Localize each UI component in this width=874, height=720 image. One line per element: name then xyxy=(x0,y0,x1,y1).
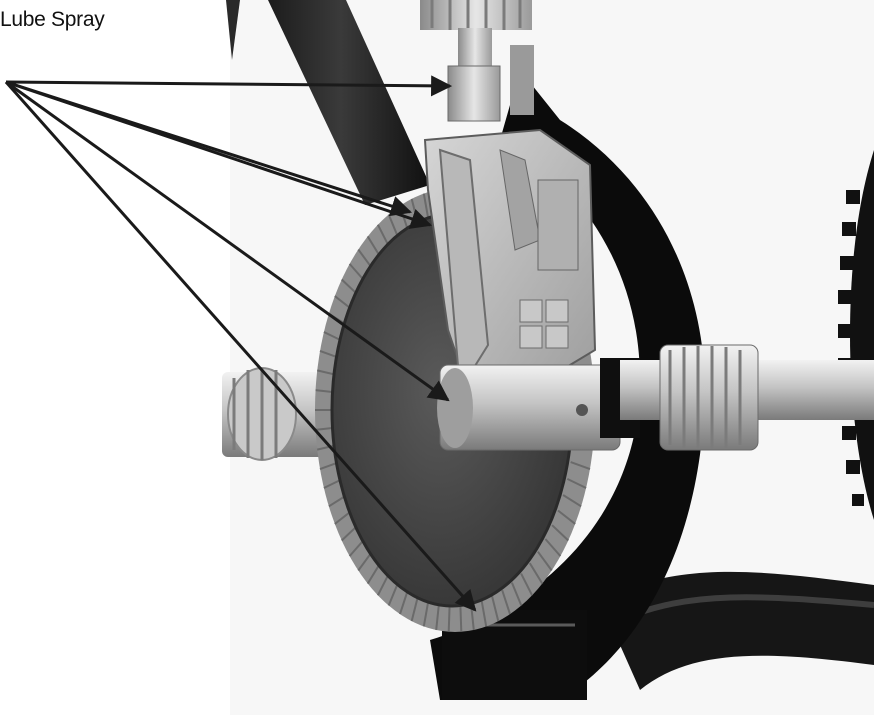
gear-tooth xyxy=(422,600,430,627)
gear-tooth xyxy=(557,509,576,525)
arrow-to-shaft-center xyxy=(5,80,450,402)
gear-tooth xyxy=(520,573,533,596)
upper-shaft xyxy=(420,0,534,122)
frame-edge-fragment xyxy=(226,0,240,60)
gear-tooth xyxy=(570,461,591,471)
gear-tooth xyxy=(544,538,562,557)
horizontal-shaft xyxy=(437,344,874,451)
gear-tooth xyxy=(501,589,511,615)
gear-tooth xyxy=(537,551,553,572)
gear-tooth xyxy=(551,524,569,542)
gear-tooth xyxy=(528,562,544,585)
gear-tooth xyxy=(491,596,500,622)
gear-tooth xyxy=(562,494,582,508)
gear-tooth xyxy=(410,596,419,622)
gear-tooth xyxy=(459,605,463,632)
support-bracket xyxy=(423,128,597,397)
gear-tooth xyxy=(566,477,587,489)
gear-tooth xyxy=(377,573,390,596)
arrow-to-upper-shaft xyxy=(5,75,453,97)
gear-tooth xyxy=(377,224,390,247)
shaft-coupling-nut xyxy=(659,344,759,451)
gear-tooth xyxy=(435,604,440,631)
shaft-pin xyxy=(576,404,588,416)
gear-tooth xyxy=(399,589,409,615)
arrow-to-bracket xyxy=(5,80,432,229)
gear-housing xyxy=(430,70,705,700)
gear-tooth xyxy=(480,600,488,627)
gear-tooth xyxy=(387,214,400,238)
arrow-to-gear-bottom xyxy=(4,81,477,612)
gear-tooth xyxy=(510,582,523,606)
gear-tooth xyxy=(447,605,451,632)
callout-label: Lube Spray xyxy=(0,8,105,31)
callout-arrows xyxy=(4,75,477,612)
frame-tube-upper xyxy=(268,0,430,205)
right-edge-gear xyxy=(838,150,874,520)
gear-tooth xyxy=(387,582,400,606)
